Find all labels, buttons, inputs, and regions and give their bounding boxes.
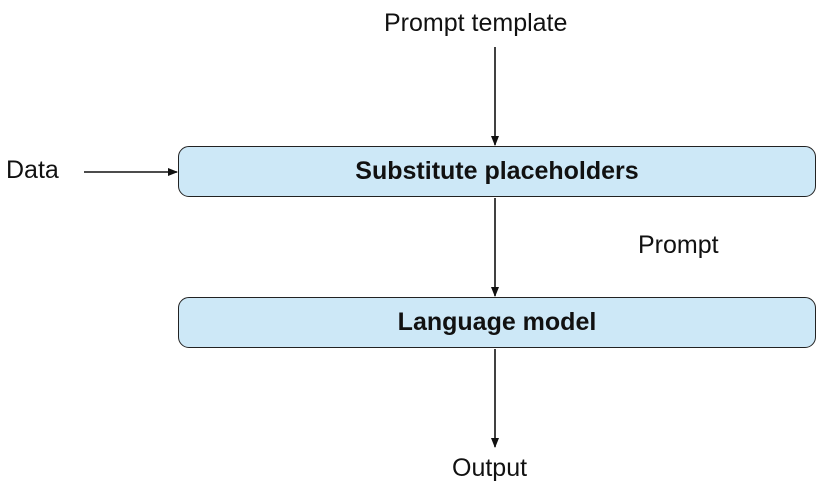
- prompt-label: Prompt: [638, 231, 719, 259]
- substitute-placeholders-label: Substitute placeholders: [355, 157, 639, 185]
- language-model-box: Language model: [178, 297, 816, 348]
- prompt-template-label: Prompt template: [384, 9, 568, 37]
- output-label: Output: [452, 454, 528, 482]
- substitute-placeholders-box: Substitute placeholders: [178, 146, 816, 197]
- language-model-label: Language model: [397, 308, 597, 336]
- data-label: Data: [6, 156, 59, 184]
